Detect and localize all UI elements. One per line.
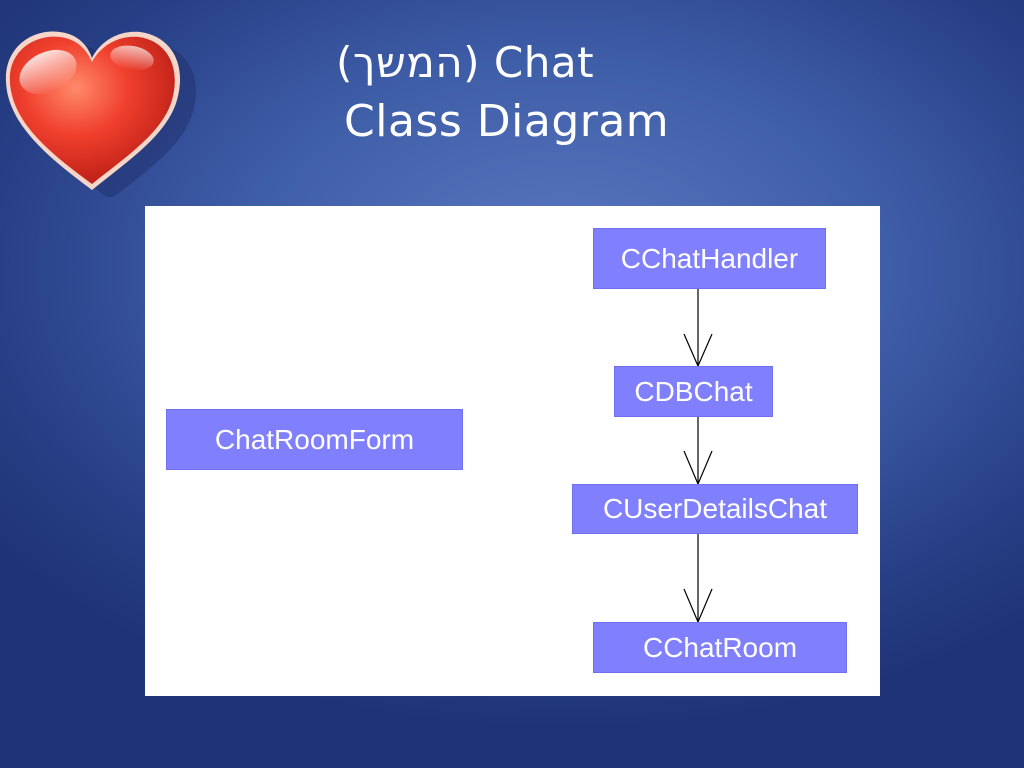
class-cchathandler-label: CChatHandler — [620, 242, 799, 274]
class-cdbchat-label: CDBChat — [634, 375, 753, 407]
slide-title-line-2: Class Diagram — [344, 96, 670, 147]
class-chatroomform-label: ChatRoomForm — [214, 423, 415, 455]
class-diagram: ChatRoomForm CChatHandler CDBChat CUserD… — [145, 206, 880, 696]
heart-icon — [5, 31, 196, 197]
class-cchatroom: CChatRoom — [593, 622, 847, 673]
class-cdbchat: CDBChat — [614, 366, 773, 417]
class-chatroomform: ChatRoomForm — [166, 409, 463, 470]
class-cuserdetailschat-label: CUserDetailsChat — [602, 493, 828, 524]
class-cchathandler: CChatHandler — [593, 228, 826, 289]
slide-title-line-1: (המשך) Chat — [336, 38, 595, 87]
class-cuserdetailschat: CUserDetailsChat — [572, 484, 858, 534]
class-cchatroom-label: CChatRoom — [642, 631, 798, 663]
